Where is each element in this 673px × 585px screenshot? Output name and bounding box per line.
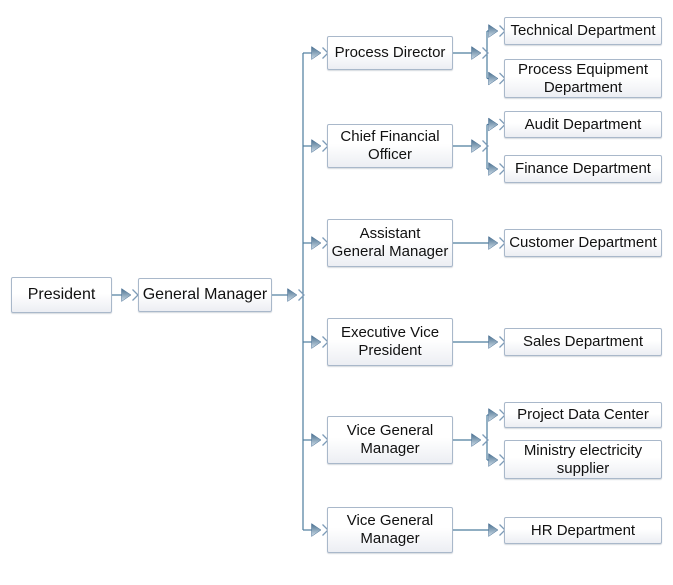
- node-label: Process Equipment Department: [517, 60, 649, 96]
- node-label: Sales Department: [522, 333, 644, 351]
- node-technical-department: Technical Department: [504, 17, 662, 45]
- arrow-icon: [487, 23, 506, 39]
- node-label: General Manager: [142, 285, 268, 303]
- node-audit-department: Audit Department: [504, 111, 662, 138]
- arrow-icon: [487, 117, 506, 132]
- arrow-icon: [310, 432, 329, 448]
- node-label: Audit Department: [524, 115, 642, 133]
- node-process-equipment-department: Process Equipment Department: [504, 59, 662, 98]
- node-ministry-electricity-supplier: Ministry electricity supplier: [504, 440, 662, 479]
- node-chief-financial-officer: Chief Financial Officer: [327, 124, 453, 168]
- node-label: Assistant General Manager: [331, 225, 449, 260]
- node-label: Customer Department: [509, 234, 657, 252]
- node-label: Vice General Manager: [346, 422, 434, 457]
- node-label: Process Director: [334, 44, 446, 62]
- node-customer-department: Customer Department: [504, 229, 662, 257]
- arrow-icon: [120, 287, 139, 303]
- node-label: Ministry electricity supplier: [523, 441, 643, 477]
- node-general-manager: General Manager: [138, 278, 272, 312]
- node-project-data-center: Project Data Center: [504, 402, 662, 428]
- node-process-director: Process Director: [327, 36, 453, 70]
- arrow-icon: [470, 138, 489, 154]
- node-sales-department: Sales Department: [504, 328, 662, 356]
- arrow-icon: [487, 235, 506, 251]
- arrow-icon: [470, 432, 489, 448]
- node-president: President: [11, 277, 112, 313]
- arrow-icon: [310, 45, 329, 61]
- arrow-icon: [310, 138, 329, 154]
- arrow-icon: [487, 161, 506, 177]
- node-label: President: [27, 285, 96, 303]
- arrow-icon: [286, 287, 305, 303]
- node-label: Project Data Center: [517, 406, 649, 424]
- node-assistant-general-manager: Assistant General Manager: [327, 219, 453, 267]
- arrow-icon: [487, 522, 506, 538]
- arrow-icon: [310, 334, 329, 350]
- node-executive-vice-president: Executive Vice President: [327, 318, 453, 366]
- node-label: Executive Vice President: [340, 324, 440, 359]
- node-label: Finance Department: [515, 160, 651, 178]
- node-finance-department: Finance Department: [504, 155, 662, 183]
- node-vice-general-manager-2: Vice General Manager: [327, 507, 453, 553]
- arrow-icon: [487, 407, 506, 423]
- arrow-icon: [487, 334, 506, 350]
- node-label: Chief Financial Officer: [340, 128, 440, 163]
- node-label: HR Department: [530, 521, 636, 539]
- node-label: Technical Department: [510, 22, 656, 40]
- arrow-icon: [487, 71, 506, 86]
- arrow-icon: [310, 235, 329, 251]
- arrow-icon: [310, 522, 329, 538]
- node-label: Vice General Manager: [346, 512, 434, 547]
- node-vice-general-manager-1: Vice General Manager: [327, 416, 453, 464]
- arrow-icon: [487, 452, 506, 468]
- arrow-icon: [470, 45, 489, 61]
- node-hr-department: HR Department: [504, 517, 662, 544]
